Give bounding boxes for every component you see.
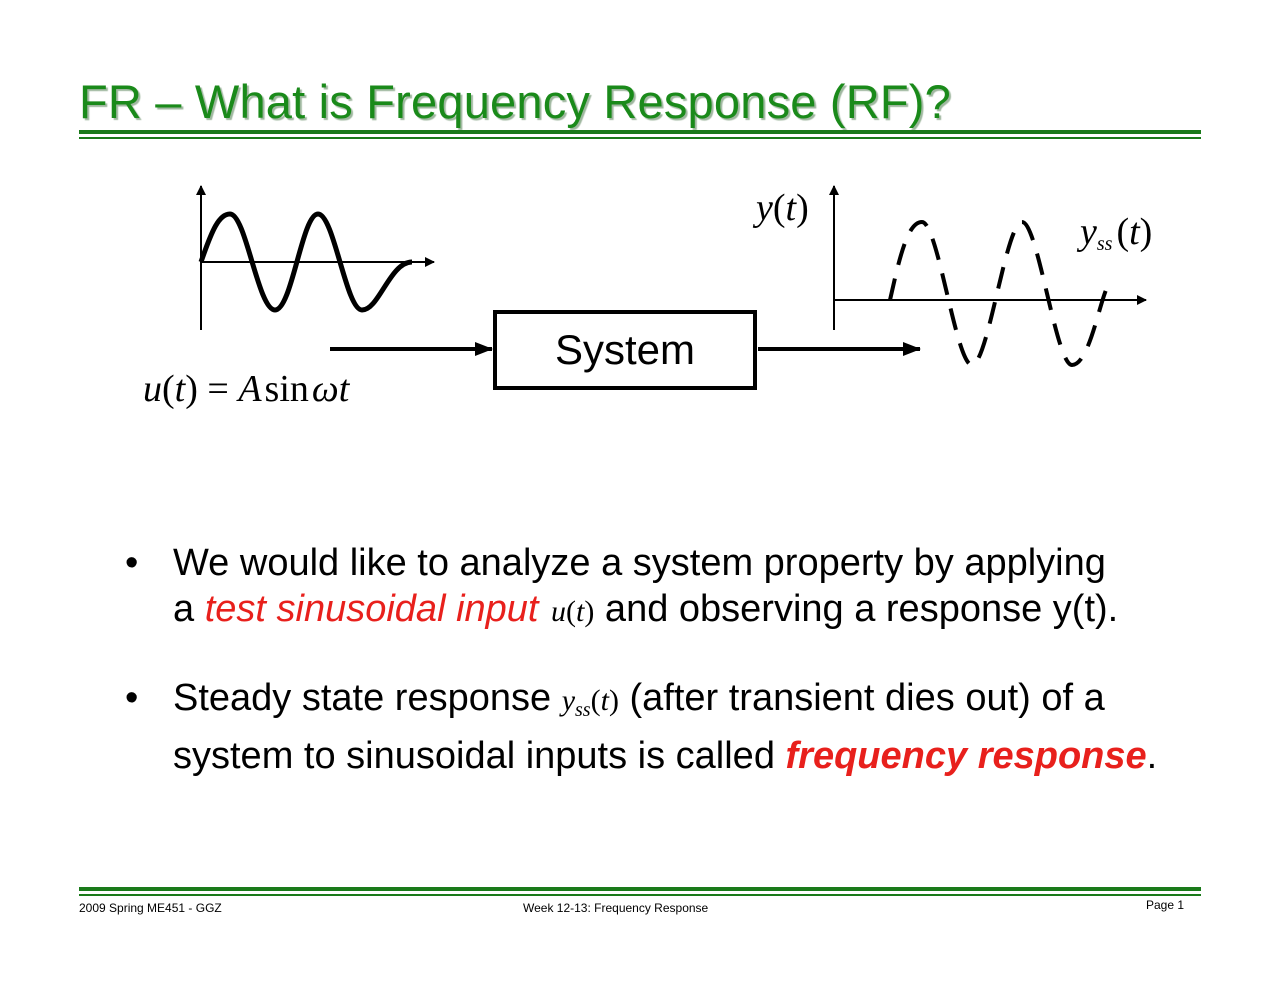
bullet2-end: . [1146,735,1158,777]
bullet-dot: • [125,542,139,584]
output-rparen: ) [796,187,809,229]
bullet2-mid: (after transient dies out) of a system t… [173,677,1105,777]
bullet1-math-t: t [576,595,585,628]
steady-t: t [1129,211,1140,253]
steady-state-label: yss(t) [1080,210,1152,256]
bullet1-pre: a [173,588,205,630]
steady-rparen: ) [1139,211,1153,253]
steady-sub: ss [1096,233,1113,255]
bullet2-math-sub: ss [575,699,591,721]
bullet1-math-rparen: ) [584,595,595,628]
input-sine-wave [198,211,413,313]
eq-A: A [238,368,262,410]
bullet1-math-lparen: ( [566,595,577,628]
slide-title: FR – What is Frequency Response (RF)? [79,75,951,128]
steady-y: y [1080,211,1097,253]
title-rule-thin [79,137,1201,139]
eq-equals: = [197,368,239,410]
bullet2-emphasis-1: frequency [785,735,968,777]
steady-lparen: ( [1116,211,1130,253]
output-dashed-sine-wave [888,219,1108,368]
bullet-list: • We would like to analyze a system prop… [125,540,1185,803]
footer-left: 2009 Spring ME451 - GGZ [79,901,222,915]
system-box [493,310,757,390]
footer-page-number: Page 1 [1146,898,1185,912]
input-equation: u(t) = Asinωt [143,367,349,411]
bullet-item: • We would like to analyze a system prop… [125,540,1185,635]
output-label: y(t) [756,186,809,230]
bullet2-math-lparen: ( [590,684,601,717]
eq-rparen: ) [185,368,198,410]
output-lparen: ( [772,187,786,229]
output-t: t [785,187,797,229]
bullet1-math-u: u [551,595,567,628]
bullet2-pre: Steady state response [173,677,562,719]
bullet1-line1: We would like to analyze a system proper… [173,542,1106,584]
bullet2-math: yss(t) [561,684,619,721]
footer-rule-thin [79,894,1201,896]
title-rule-thick [79,130,1201,134]
bullet2-space [967,735,978,777]
bullet2-math-rparen: ) [608,684,619,717]
bullet-item: • Steady state response yss(t) (after tr… [125,675,1185,779]
footer-center: Week 12-13: Frequency Response [523,901,709,915]
output-y: y [756,187,773,229]
system-label: System [554,326,696,373]
bullet1-post: and observing a response y(t). [594,588,1119,630]
bullet2-math-t: t [600,684,609,717]
bullet2-math-y: y [561,684,576,717]
bullet2-emphasis-2: response [977,735,1147,777]
bullet-dot: • [125,677,139,719]
eq-sin: sin [264,368,309,410]
eq-u: u [143,368,162,410]
eq-lparen: ( [162,368,175,410]
bullet1-math: u(t) [551,595,594,628]
eq-omega: ω [311,368,339,410]
eq-t2: t [338,368,350,410]
bullet1-emphasis: test sinusoidal input [204,588,539,630]
footer-rule-thick [79,887,1201,891]
eq-t: t [174,368,186,410]
